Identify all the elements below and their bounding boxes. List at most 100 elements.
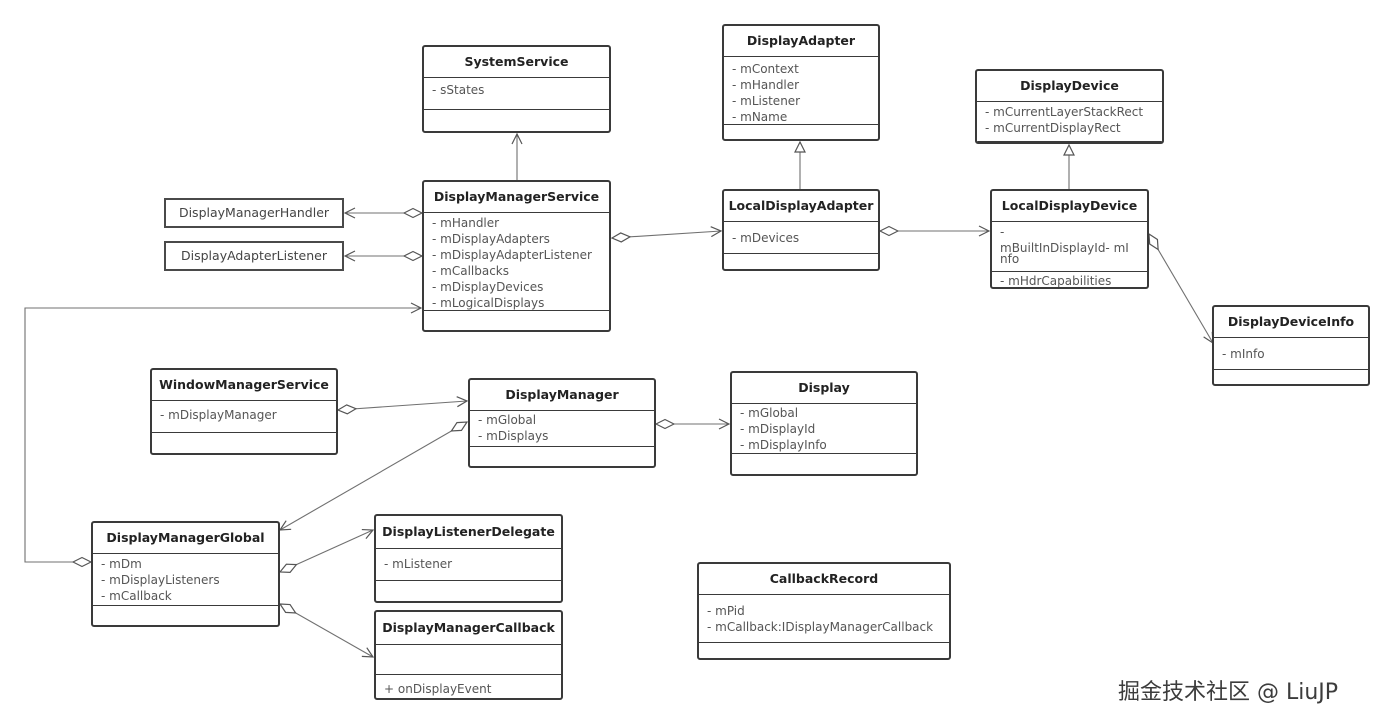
attributes: - mDisplayManager <box>152 401 336 433</box>
operations <box>724 125 878 133</box>
attribute: - mContext <box>732 62 799 76</box>
box-display-manager-handler[interactable]: DisplayManagerHandler <box>164 198 344 228</box>
attributes: - mPid - mCallback:IDisplayManagerCallba… <box>699 595 949 643</box>
attributes: - mListener <box>376 549 561 581</box>
class-display-manager-global[interactable]: DisplayManagerGlobal - mDm - mDisplayLis… <box>91 521 280 627</box>
dmg-to-dms-line <box>24 308 421 562</box>
box-label: DisplayManagerHandler <box>178 205 330 220</box>
dmg-to-callback-line <box>280 604 373 657</box>
class-name: DisplayManagerService <box>424 182 609 213</box>
class-name: LocalDisplayDevice <box>992 191 1147 222</box>
box-label: DisplayAdapterListener <box>181 248 327 263</box>
class-name: WindowManagerService <box>152 370 336 401</box>
attributes: - mCurrentLayerStackRect - mCurrentDispl… <box>977 102 1162 142</box>
operations <box>1214 370 1368 378</box>
class-name: DisplayManagerGlobal <box>93 523 278 554</box>
class-window-manager-service[interactable]: WindowManagerService - mDisplayManager <box>150 368 338 455</box>
attribute: - <box>1000 225 1005 239</box>
class-display[interactable]: Display - mGlobal - mDisplayId - mDispla… <box>730 371 918 476</box>
operations <box>376 581 561 589</box>
attribute: - mHandler <box>432 216 500 230</box>
attribute: - mCallbacks <box>432 264 510 278</box>
wms-to-displaymanager-line <box>338 401 467 410</box>
class-callback-record[interactable]: CallbackRecord - mPid - mCallback:IDispl… <box>697 562 951 660</box>
operations <box>732 454 916 462</box>
localdevice-to-deviceinfo-line <box>1149 234 1213 343</box>
class-name: DisplayDevice <box>977 71 1162 102</box>
attribute: - mDisplayInfo <box>740 438 827 452</box>
attribute: - sStates <box>432 83 485 97</box>
attribute: - mHandler <box>732 78 800 92</box>
attributes: - mGlobal - mDisplayId - mDisplayInfo <box>732 404 916 454</box>
class-name: DisplayListenerDelegate <box>376 516 561 549</box>
class-local-display-adapter[interactable]: LocalDisplayAdapter - mDevices <box>722 189 880 271</box>
class-name: CallbackRecord <box>699 564 949 595</box>
attributes: - mGlobal - mDisplays <box>470 411 654 447</box>
attributes: - sStates <box>424 78 609 110</box>
attribute: - mDisplayId <box>740 422 816 436</box>
attributes <box>376 645 561 675</box>
class-name: SystemService <box>424 47 609 78</box>
attribute: - mCallback:IDisplayManagerCallback <box>707 620 934 634</box>
class-display-adapter[interactable]: DisplayAdapter - mContext - mHandler - m… <box>722 24 880 141</box>
attribute: - mDisplayAdapterListener <box>432 248 592 262</box>
operations <box>470 447 654 455</box>
class-name: DisplayManagerCallback <box>376 612 561 645</box>
operations <box>699 643 949 651</box>
operations <box>977 142 1162 144</box>
operations <box>152 433 336 441</box>
attributes: - mHandler - mDisplayAdapters - mDisplay… <box>424 213 609 311</box>
attributes: - mDm - mDisplayListeners - mCallback <box>93 554 278 606</box>
attribute: - mInfo <box>1222 347 1265 361</box>
operation: + onDisplayEvent <box>384 682 492 696</box>
class-display-manager-service[interactable]: DisplayManagerService - mHandler - mDisp… <box>422 180 611 332</box>
attribute: - mDm <box>101 557 142 571</box>
attribute: mBuiltInDisplayId- mI <box>1000 241 1129 255</box>
class-display-listener-delegate[interactable]: DisplayListenerDelegate - mListener <box>374 514 563 603</box>
attribute: - mDisplayAdapters <box>432 232 550 246</box>
class-display-manager-callback[interactable]: DisplayManagerCallback + onDisplayEvent <box>374 610 563 700</box>
attribute: - mGlobal <box>740 406 799 420</box>
watermark: 掘金技术社区 @ LiuJP <box>1118 680 1339 705</box>
attribute: - mDisplays <box>478 429 549 443</box>
class-name: DisplayAdapter <box>724 26 878 57</box>
displaymanager-to-dmg-line <box>280 422 467 530</box>
attributes: - mInfo <box>1214 338 1368 370</box>
attribute: - mDisplayManager <box>160 408 277 422</box>
attribute: - mDisplayListeners <box>101 573 220 587</box>
class-display-device[interactable]: DisplayDevice - mCurrentLayerStackRect -… <box>975 69 1164 144</box>
dms-to-localadapter-line <box>612 231 721 238</box>
attribute: - mListener <box>384 557 453 571</box>
attributes: - mDevices <box>724 222 878 254</box>
operations <box>424 311 609 319</box>
attributes: - mContext - mHandler - mListener - mNam… <box>724 57 878 125</box>
class-display-manager[interactable]: DisplayManager - mGlobal - mDisplays <box>468 378 656 468</box>
operations: + onDisplayEvent <box>376 675 561 698</box>
attribute: - mDisplayDevices <box>432 280 544 294</box>
attributes: - mBuiltInDisplayId- mI nfo <box>992 222 1147 272</box>
attribute: - mPid <box>707 604 745 618</box>
attribute: - mDevices <box>732 231 800 245</box>
class-system-service[interactable]: SystemService - sStates <box>422 45 611 133</box>
attribute: - mGlobal <box>478 413 537 427</box>
attribute: - mCurrentLayerStackRect <box>985 105 1144 119</box>
operations <box>424 110 609 118</box>
attribute: nfo <box>1000 252 1020 266</box>
attributes-extra: - mHdrCapabilities <box>992 272 1147 288</box>
class-name: DisplayManager <box>470 380 654 411</box>
attribute: - mLogicalDisplays <box>432 296 545 310</box>
attribute: - mHdrCapabilities <box>1000 274 1112 288</box>
operations <box>724 254 878 262</box>
attribute: - mCurrentDisplayRect <box>985 121 1121 135</box>
class-display-device-info[interactable]: DisplayDeviceInfo - mInfo <box>1212 305 1370 386</box>
class-name: LocalDisplayAdapter <box>724 191 878 222</box>
box-display-adapter-listener[interactable]: DisplayAdapterListener <box>164 241 344 271</box>
attribute: - mName <box>732 110 788 124</box>
class-name: DisplayDeviceInfo <box>1214 307 1368 338</box>
class-name: Display <box>732 373 916 404</box>
attribute: - mListener <box>732 94 801 108</box>
class-local-display-device[interactable]: LocalDisplayDevice - mBuiltInDisplayId- … <box>990 189 1149 289</box>
attribute: - mCallback <box>101 589 172 603</box>
dmg-to-listenerdelegate-line <box>280 530 373 572</box>
